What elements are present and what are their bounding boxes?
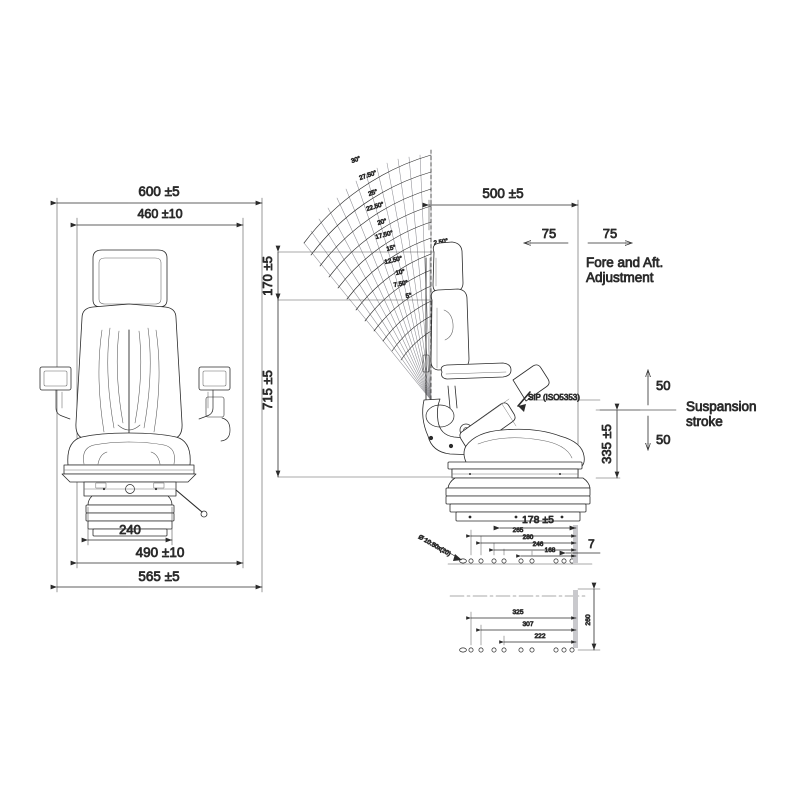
suspension-stroke: 50 50 Suspansion stroke (599, 370, 757, 450)
fore-aft-adjustment: 75 75 Fore and Aft. Adjustment (524, 226, 664, 285)
stroke-down-value: 50 (656, 432, 670, 447)
recline-angle-fan: 30° 27.50° 25° 22.50° 20° 17.50° 15° 12.… (303, 149, 450, 411)
dim-168-label: 168 (545, 547, 556, 554)
lower-holes (459, 647, 575, 653)
hole-callout: Ø 10.50x(20) (417, 533, 462, 561)
dim-307-label: 307 (522, 621, 533, 628)
dim-base-height: 335 ±5 (595, 403, 641, 479)
angle-label-11: 2.50° (433, 237, 449, 247)
fore-left-value: 75 (542, 226, 556, 241)
fore-right-value: 75 (603, 226, 617, 241)
front-backrest (75, 303, 183, 445)
dim-headrest-height-label: 170 ±5 (260, 256, 275, 296)
angle-label-7: 12.50° (384, 255, 404, 266)
angle-label-4: 20° (377, 217, 388, 226)
dim-base-inner-label: 240 (119, 522, 141, 537)
angle-label-3: 22.50° (366, 201, 386, 213)
side-suspension-bellows (445, 477, 591, 522)
side-seat-profile: SIP (ISO5353) (422, 241, 601, 522)
hole-callout-label: Ø 10.50x(20) (417, 534, 452, 558)
dim-325: 325 (466, 609, 577, 620)
dim-260: 260 (577, 582, 601, 651)
dim-base-width: 490 ±10 (70, 545, 244, 566)
angle-label-0: 30° (350, 155, 362, 165)
front-armrest-right (198, 366, 231, 442)
side-backrest (430, 288, 470, 371)
dim-backrest-height: 715 ±5 (260, 293, 281, 478)
fore-aft-label-line2: Adjustment (586, 270, 654, 285)
angle-label-9: 7.50° (393, 279, 409, 289)
dim-260-label: 260 (585, 614, 592, 626)
angle-label-10: 5° (405, 292, 413, 300)
fore-aft-label-line1: Fore and Aft. (586, 255, 663, 270)
dim-overall-width-label: 600 ±5 (138, 184, 179, 199)
angle-label-6: 15° (386, 244, 397, 253)
suspension-label-line2: stroke (686, 414, 723, 429)
dim-headrest-height: 170 ±5 (260, 245, 281, 301)
dim-280-label: 280 (523, 534, 534, 541)
fan-arcs (303, 154, 432, 361)
dim-overall-base-width-label: 565 ±5 (138, 569, 179, 584)
front-armrest-left (39, 366, 72, 420)
sip-marker: SIP (ISO5353) (517, 391, 601, 412)
dim-307: 307 (476, 621, 577, 632)
dim-overall-base-width: 565 ±5 (50, 569, 263, 590)
front-view: 600 ±5 460 ±10 (39, 184, 263, 593)
dim-168: 168 (516, 547, 577, 558)
dim-7-label: 7 (588, 537, 595, 551)
front-extension-lines (56, 197, 263, 593)
dim-7: 7 (559, 537, 601, 556)
side-slide-rail (447, 461, 583, 479)
angle-label-2: 25° (367, 188, 379, 198)
front-suspension-bellows (85, 495, 175, 537)
dim-222-label: 222 (534, 633, 545, 640)
dim-base-width-label: 490 ±10 (136, 545, 185, 560)
side-vertical-dims: 170 ±5 715 ±5 (260, 245, 453, 478)
dim-depth-label: 500 ±5 (482, 186, 523, 201)
angle-label-1: 27.50° (358, 169, 378, 182)
dim-325-label: 325 (512, 609, 523, 616)
sip-label: SIP (ISO5353) (528, 393, 580, 402)
dim-280: 280 (476, 534, 577, 545)
dim-backrest-width-label: 460 ±10 (137, 207, 182, 221)
dim-246-label: 246 (533, 541, 544, 548)
upper-hole-row: 178 ±5 265 280 246 168 (417, 514, 601, 565)
dim-265-label: 265 (513, 527, 524, 534)
front-seat-cushion (63, 432, 195, 475)
dim-178-label: 178 ±5 (522, 514, 554, 526)
dim-246: 246 (489, 541, 577, 552)
side-armrest (440, 362, 512, 409)
dim-depth: 500 ±5 (422, 186, 579, 471)
dim-265: 265 (466, 527, 577, 538)
angle-label-8: 10° (395, 268, 406, 277)
upper-holes (459, 558, 575, 564)
dim-222: 222 (499, 633, 577, 644)
base-plate-detail: 178 ±5 265 280 246 168 (417, 514, 601, 653)
stroke-up-value: 50 (656, 378, 670, 393)
dim-base-height-label: 335 ±5 (599, 424, 614, 464)
dim-178: 178 ±5 (493, 514, 577, 531)
side-headrest (432, 241, 464, 294)
dim-overall-width: 600 ±5 (50, 184, 263, 206)
dim-backrest-height-label: 715 ±5 (260, 370, 275, 410)
suspension-label-line1: Suspansion (686, 399, 757, 414)
dim-backrest-width: 460 ±10 (70, 207, 244, 228)
side-view: 30° 27.50° 25° 22.50° 20° 17.50° 15° 12.… (260, 149, 757, 522)
dim-base-inner: 240 (81, 506, 173, 546)
lower-hole-row: 325 307 222 260 (449, 582, 601, 653)
front-slide-rail (61, 473, 208, 518)
